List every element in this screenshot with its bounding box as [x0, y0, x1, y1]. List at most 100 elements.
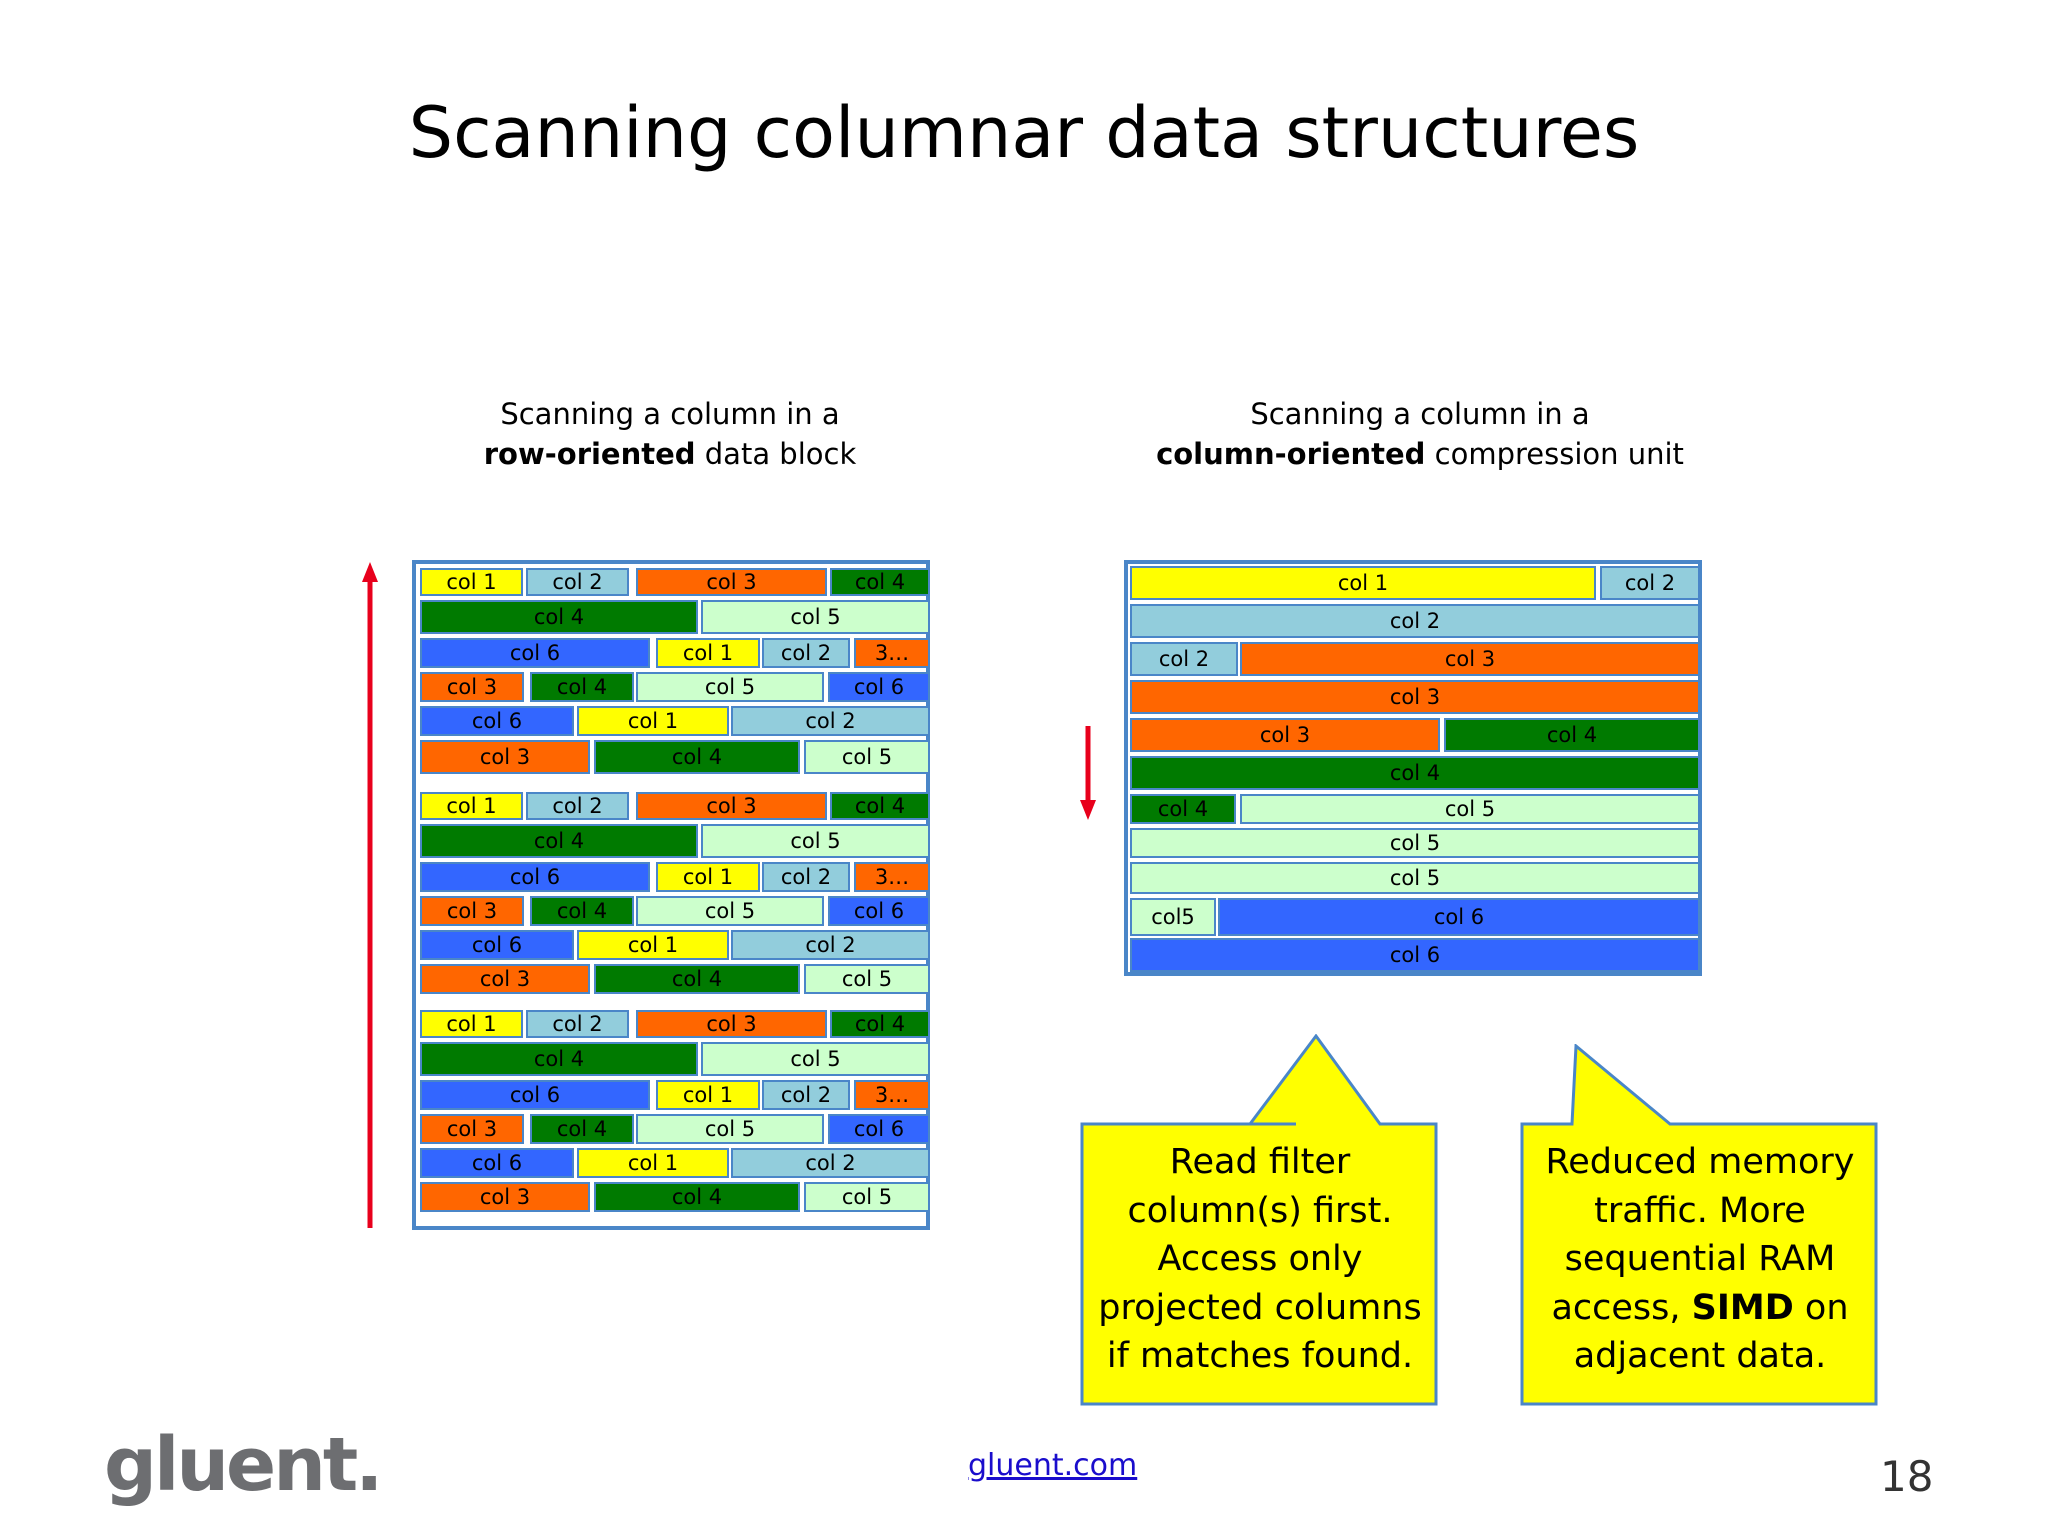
col2-cell: col 2: [526, 792, 629, 820]
right-subtitle-bold: column-oriented: [1156, 437, 1426, 471]
left-subtitle-line1: Scanning a column in a: [500, 397, 840, 431]
col6-cell: col 6: [1130, 938, 1700, 972]
col6-cell: col 6: [828, 896, 930, 926]
col5-cell: col 5: [804, 964, 930, 994]
col6-cell: col 6: [420, 1080, 650, 1110]
callout1-line1: Read filter: [1169, 1142, 1351, 1182]
callout2-line4-start: access,: [1551, 1287, 1692, 1328]
col6-cell: col 6: [420, 930, 574, 960]
col4-cell: col 4: [1130, 794, 1236, 824]
col5-cell: col 5: [804, 740, 930, 774]
callout1-line4: projected columns: [1098, 1287, 1422, 1328]
callout2-bold: SIMD: [1691, 1287, 1794, 1328]
scan-up-arrow-icon: [362, 562, 378, 1228]
col1-cell: col 1: [577, 1148, 729, 1178]
callout2-line4: access, SIMD on: [1522, 1284, 1878, 1333]
col1-cell: col 1: [656, 638, 760, 668]
callout2-line2: traffic. More: [1594, 1190, 1806, 1231]
col6-cell: col 6: [420, 706, 574, 736]
col4-cell: col 4: [830, 1010, 930, 1038]
col2-cell: col 2: [1600, 566, 1700, 600]
right-panel-subtitle: Scanning a column in a column-oriented c…: [1150, 394, 1690, 474]
col3-cell: 3…: [854, 862, 930, 892]
col2-cell: col 2: [731, 1148, 930, 1178]
gluent-website-link[interactable]: gluent.com: [968, 1448, 1138, 1483]
callout2-line4-end: on: [1793, 1287, 1849, 1328]
col5-cell: col 5: [636, 672, 824, 702]
col4-cell: col 4: [1444, 718, 1700, 752]
col3-cell: col 3: [1240, 642, 1700, 676]
col3-cell: col 3: [1130, 718, 1440, 752]
col2-cell: col 2: [762, 862, 850, 892]
left-subtitle-rest: data block: [695, 437, 857, 471]
col5-cell: col 5: [636, 1114, 824, 1144]
callout1-line5: if matches found.: [1106, 1336, 1414, 1376]
col5-cell: col 5: [1240, 794, 1700, 824]
col4-cell: col 4: [530, 672, 634, 702]
col1-cell: col 1: [420, 568, 523, 596]
col6-cell: col 6: [420, 1148, 574, 1178]
col2-cell: col 2: [526, 1010, 629, 1038]
col5-cell: col 5: [701, 824, 930, 858]
col4-cell: col 4: [830, 568, 930, 596]
col1-cell: col 1: [420, 792, 523, 820]
col6-cell: col 6: [420, 862, 650, 892]
left-panel-subtitle: Scanning a column in a row-oriented data…: [470, 394, 870, 474]
callout2-line5: adjacent data.: [1573, 1336, 1827, 1376]
col1-cell: col 1: [577, 706, 729, 736]
col2-cell: col 2: [762, 638, 850, 668]
col2-cell: col 2: [762, 1080, 850, 1110]
col4-cell: col 4: [1130, 756, 1700, 790]
col3-cell: 3…: [854, 638, 930, 668]
col2-cell: col 2: [731, 706, 930, 736]
col4-cell: col 4: [830, 792, 930, 820]
col1-cell: col 1: [656, 1080, 760, 1110]
col3-cell: col 3: [420, 964, 590, 994]
col5-cell: col 5: [1130, 862, 1700, 894]
col4-cell: col 4: [594, 1182, 800, 1212]
col6-cell: col 6: [828, 672, 930, 702]
col5-cell: col 5: [1130, 828, 1700, 858]
col3-cell: col 3: [420, 896, 524, 926]
col3-cell: col 3: [636, 568, 827, 596]
callout-read-filter: [1080, 1034, 1438, 1406]
col2-cell: col 2: [731, 930, 930, 960]
col4-cell: col 4: [420, 1042, 698, 1076]
col5-cell: col 5: [701, 1042, 930, 1076]
right-subtitle-line1: Scanning a column in a: [1250, 397, 1590, 431]
col4-cell: col 4: [530, 1114, 634, 1144]
col6-cell: col 6: [828, 1114, 930, 1144]
callout2-line3: sequential RAM: [1564, 1239, 1836, 1279]
col1-cell: col 1: [656, 862, 760, 892]
col3-cell: col 3: [420, 1114, 524, 1144]
col1-cell: col 1: [577, 930, 729, 960]
left-subtitle-bold: row-oriented: [483, 437, 696, 471]
col1-cell: col 1: [1130, 566, 1596, 600]
col3-cell: col 3: [1130, 680, 1700, 714]
col3-cell: col 3: [636, 792, 827, 820]
col3-cell: col 3: [420, 672, 524, 702]
col5-cell: col 5: [804, 1182, 930, 1212]
right-subtitle-rest: compression unit: [1425, 437, 1684, 471]
page-number: 18: [1880, 1452, 1934, 1501]
callout-read-filter-text: Read filter column(s) first. Access only…: [1082, 1138, 1438, 1381]
col6-cell: col 6: [1218, 898, 1700, 936]
callout1-line3: Access only: [1157, 1239, 1363, 1279]
callout2-line1: Reduced memory: [1545, 1142, 1855, 1182]
col5-cell: col5: [1130, 898, 1216, 936]
col1-cell: col 1: [420, 1010, 523, 1038]
col3-cell: col 3: [420, 1182, 590, 1212]
col2-cell: col 2: [526, 568, 629, 596]
col4-cell: col 4: [594, 740, 800, 774]
col4-cell: col 4: [420, 824, 698, 858]
col4-cell: col 4: [594, 964, 800, 994]
col4-cell: col 4: [530, 896, 634, 926]
col2-cell: col 2: [1130, 604, 1700, 638]
gluent-logo: gluent.: [104, 1422, 383, 1508]
scan-down-arrow-icon: [1080, 726, 1096, 820]
col3-cell: 3…: [854, 1080, 930, 1110]
callout-reduced-memory-text: Reduced memory traffic. More sequential …: [1522, 1138, 1878, 1381]
col3-cell: col 3: [636, 1010, 827, 1038]
left-subtitle-line2: row-oriented data block: [470, 434, 870, 474]
